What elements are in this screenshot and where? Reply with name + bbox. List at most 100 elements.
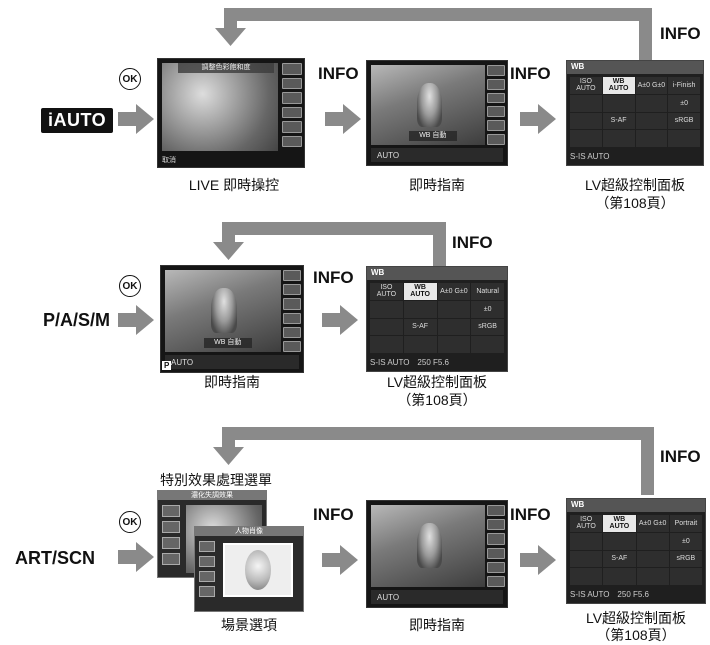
row3-arrow-2 [520,545,556,575]
panel-cell[interactable] [603,130,635,147]
panel-cell[interactable] [636,95,668,112]
row1-caption-live-control: LIVE 即時操控 [164,175,304,195]
panel-cell[interactable] [570,113,602,130]
row3-caption-art-menu: 特別效果處理選單 [160,470,300,490]
panel-cell[interactable]: S-AF [603,113,635,130]
row1-arrow-1 [325,104,361,134]
panel-cell[interactable] [637,533,669,550]
panel-cell[interactable]: WB AUTO [603,515,635,532]
scene-menu: 人物肖像 [194,526,304,612]
row1-guide-wb: WB 自動 [409,131,457,141]
panel-cell[interactable]: WB AUTO [404,283,437,300]
row3-arrow-1 [322,545,358,575]
panel-cell[interactable]: sRGB [668,113,700,130]
panel-cell[interactable] [637,551,669,568]
panel-cell[interactable]: Portrait [670,515,702,532]
row2-panel-footer-exposure: 250 F5.6 [417,358,449,367]
panel-cell[interactable]: A±0 G±0 [637,515,669,532]
panel-cell[interactable] [370,336,403,353]
row1-panel-header: WB [567,61,703,74]
row2-loop-top [222,222,446,235]
panel-cell[interactable] [404,301,437,318]
live-control-screen: 調整色彩飽和度 取消 [157,58,305,168]
art-menu-header: 濃化失調效果 [158,491,266,500]
row3-info-2: INFO [510,505,551,525]
panel-cell[interactable]: A±0 G±0 [636,77,668,94]
panel-cell[interactable]: S-AF [404,319,437,336]
row3-panel-footer-exposure: 250 F5.6 [617,590,649,599]
panel-cell[interactable] [603,533,635,550]
live-control-header: 調整色彩飽和度 [178,63,274,73]
row1-loop-right [639,8,652,60]
row2-caption-page-ref: （第108頁） [366,390,508,410]
panel-cell[interactable] [370,301,403,318]
panel-cell[interactable]: WB AUTO [603,77,635,94]
row2-loop-right [433,222,446,268]
panel-cell[interactable] [636,113,668,130]
panel-cell[interactable]: ISO AUTO [370,283,403,300]
scene-menu-header: 人物肖像 [195,527,303,536]
row2-caption-lv-panel: LV超級控制面板 [366,372,508,392]
panel-cell[interactable] [603,568,635,585]
row2-caption-live-guide: 即時指南 [160,372,304,392]
row3-caption-live-guide: 即時指南 [366,615,508,635]
row2-panel-footer-is: S-IS AUTO [370,358,409,367]
row3-loop-left [222,427,235,449]
panel-cell[interactable] [668,130,700,147]
row3-loop-arrow-down [213,447,244,465]
panel-cell[interactable] [570,568,602,585]
panel-cell[interactable]: S-AF [603,551,635,568]
panel-cell[interactable] [438,301,471,318]
row1-guide-bottom: AUTO [371,148,503,162]
panel-cell[interactable]: ISO AUTO [570,515,602,532]
row3-loop-top [222,427,654,440]
row3-caption-page-ref: （第108頁） [566,625,706,645]
row1-caption-page-ref: （第108頁） [566,193,704,213]
live-control-footer: 取消 [162,155,176,165]
panel-cell[interactable] [570,130,602,147]
panel-cell[interactable]: ±0 [670,533,702,550]
row3-info-1: INFO [313,505,354,525]
row3-info-top: INFO [660,447,701,467]
panel-cell[interactable] [637,568,669,585]
panel-cell[interactable] [570,95,602,112]
panel-cell[interactable] [438,336,471,353]
panel-cell[interactable]: ±0 [471,301,504,318]
row1-loop-arrow-down [215,28,246,46]
panel-cell[interactable]: ISO AUTO [570,77,602,94]
panel-cell[interactable] [570,551,602,568]
row3-arrow-into-menus [118,542,154,572]
panel-cell[interactable]: ±0 [668,95,700,112]
row1-loop-left [224,8,237,30]
panel-cell[interactable] [570,533,602,550]
panel-cell[interactable] [370,319,403,336]
panel-cell[interactable]: A±0 G±0 [438,283,471,300]
panel-cell[interactable]: sRGB [670,551,702,568]
row1-info-2: INFO [510,64,551,84]
panel-cell[interactable] [404,336,437,353]
row3-live-guide-screen: AUTO [366,500,508,608]
row2-guide-wb: WB 自動 [204,338,252,348]
panel-cell[interactable]: Natural [471,283,504,300]
row2-arrow-into-screen [118,305,154,335]
row1-arrow-into-screen [118,104,154,134]
panel-cell[interactable] [471,336,504,353]
row3-caption-scene: 場景選項 [194,615,304,635]
row1-info-1: INFO [318,64,359,84]
panel-cell[interactable] [670,568,702,585]
row3-panel-footer-is: S-IS AUTO [570,590,609,599]
row3-art-scn-mode: ART/SCN [15,548,95,569]
row1-ok-icon: OK [119,68,141,90]
panel-cell[interactable]: sRGB [471,319,504,336]
row3-panel-header: WB [567,499,705,512]
row2-psam-mode: P/A/S/M [43,310,110,331]
panel-cell[interactable] [636,130,668,147]
panel-cell[interactable]: i-Finish [668,77,700,94]
panel-cell[interactable] [603,95,635,112]
panel-cell[interactable] [438,319,471,336]
row2-info-top: INFO [452,233,493,253]
row1-iauto-mode: iAUTO [41,108,113,133]
row1-live-guide-screen: WB 自動 AUTO [366,60,508,166]
